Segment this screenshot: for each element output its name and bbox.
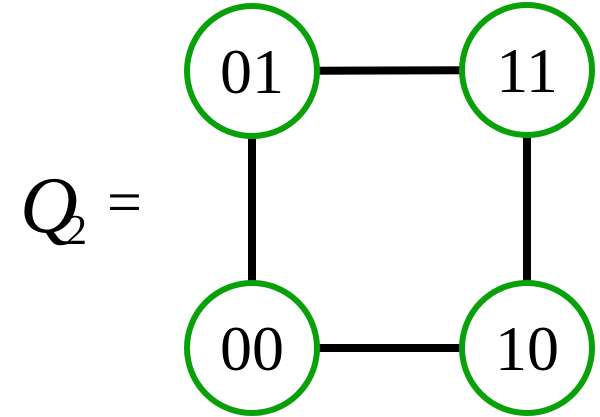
node-11-circle [459,2,595,138]
node-00-label: 00 [220,313,284,384]
node-10-label: 10 [495,313,559,384]
node-10-circle [459,280,595,416]
equation-subscript: 2 [66,208,87,254]
equation-label: Q 2 = [20,162,142,254]
node-11-label: 11 [496,35,558,106]
equation-equals-sign: = [107,169,142,237]
node-00-circle [184,280,320,416]
equation-symbol: Q [20,162,78,250]
node-01-circle [184,3,320,139]
node-01-label: 01 [220,36,284,107]
